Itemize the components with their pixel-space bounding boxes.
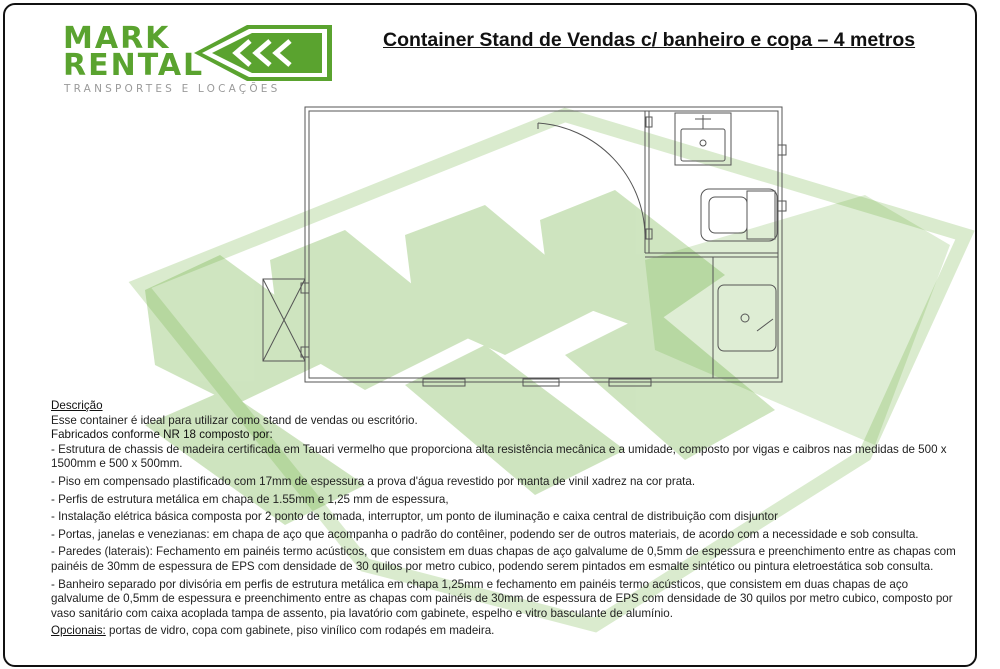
toilet xyxy=(700,188,778,242)
kitchen-counter xyxy=(712,256,779,379)
spec-item: - Perfis de estrutura metálica em chapa … xyxy=(51,492,449,506)
spec-item: - Banheiro separado por divisória em per… xyxy=(51,577,953,620)
spec-item: - Estrutura de chassis de madeira certif… xyxy=(51,442,947,471)
container-outline xyxy=(304,106,783,383)
floor-plan xyxy=(262,106,787,387)
logo-chevron-icon xyxy=(194,25,332,81)
spec-item: - Paredes (laterais): Fechamento em pain… xyxy=(51,545,956,573)
description-intro: Esse container é ideal para utilizar com… xyxy=(51,413,418,427)
description-section: Descrição Esse container é ideal para ut… xyxy=(51,399,956,642)
optionals-label: Opcionais: xyxy=(51,624,106,638)
company-logo: MARK RENTAL TRANSPORTES E LOCAÇÕES xyxy=(60,23,335,103)
spec-item: - Piso em compensado plastificado com 17… xyxy=(51,474,696,488)
document-sheet: MARK RENTAL TRANSPORTES E LOCAÇÕES Conta… xyxy=(3,3,977,667)
spec-item: - Portas, janelas e venezianas: em chapa… xyxy=(51,527,919,541)
washbasin xyxy=(674,112,732,166)
optionals-line: Opcionais: portas de vidro, copa com gab… xyxy=(51,624,956,639)
door-swing-arc xyxy=(537,122,646,236)
logo-tagline: TRANSPORTES E LOCAÇÕES xyxy=(64,83,281,95)
page-title: Container Stand de Vendas c/ banheiro e … xyxy=(383,29,916,51)
logo-word-rental: RENTAL xyxy=(63,48,205,83)
window-left xyxy=(262,278,306,362)
optionals-text: portas de vidro, copa com gabinete, piso… xyxy=(105,624,495,638)
spec-item: - Instalação elétrica básica composta po… xyxy=(51,510,778,524)
description-heading: Descrição xyxy=(51,399,103,412)
kitchen-sink xyxy=(717,284,777,352)
description-subheading: Fabricados conforme NR 18 composto por: xyxy=(51,428,273,442)
logo-word-mark: MARK xyxy=(63,21,171,56)
